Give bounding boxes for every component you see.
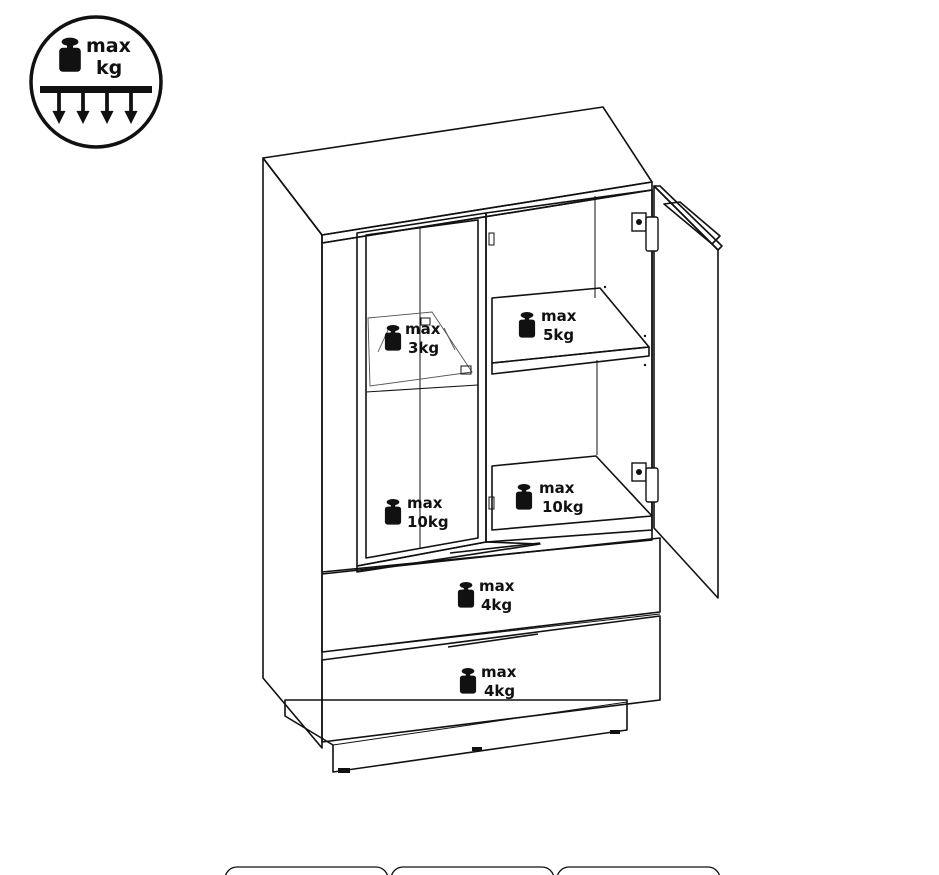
weight-label-glass-shelf: max 3kg [384, 320, 441, 357]
bottom-info-boxes [224, 866, 721, 875]
weight-label-drawer-top: max 4kg [457, 577, 515, 614]
shelf-clip [420, 317, 431, 326]
weight-icon [457, 581, 475, 608]
badge-bar [40, 86, 152, 93]
label-line1: max [479, 577, 515, 595]
hinge-icon [631, 212, 659, 252]
cabinet-top [262, 106, 653, 236]
hinge-plate [488, 232, 495, 246]
glass-shine [443, 327, 456, 351]
foot [472, 747, 482, 751]
label-line2: 4kg [484, 682, 515, 700]
info-box [390, 866, 555, 875]
shelf-clip [460, 365, 472, 375]
left-side-panel [262, 157, 323, 749]
plinth [284, 699, 628, 773]
badge-line1: max [86, 35, 131, 57]
left-compartment-inner [365, 219, 479, 559]
left-handle [449, 542, 541, 554]
weight-icon [518, 311, 536, 338]
weight-icon [459, 667, 477, 694]
door-handle [663, 201, 721, 245]
plinth-edge [332, 701, 628, 746]
shelf-pin [643, 363, 647, 367]
right-middle-shelf-edge [491, 346, 650, 375]
shelf-pin [603, 285, 607, 289]
left-middle-edge [365, 384, 479, 393]
weight-label-drawer-bottom: max 4kg [459, 663, 517, 700]
body-front [321, 189, 653, 573]
drawer-top-handle [447, 633, 539, 648]
drawer-gap [321, 613, 661, 653]
label-line1: max [407, 494, 443, 512]
load-badge: max kg [29, 15, 163, 149]
weight-icon [515, 483, 533, 510]
cabinet-drawing [262, 106, 723, 773]
drawer-top [321, 537, 661, 653]
hinge-plate [488, 496, 495, 510]
weight-icon [384, 324, 402, 351]
weight-icon [59, 37, 81, 72]
label-line1: max [405, 320, 441, 338]
label-line2: 10kg [542, 498, 584, 516]
label-line1: max [539, 479, 575, 497]
shelf-pin [643, 334, 647, 338]
label-line2: 10kg [407, 513, 449, 531]
drawer-bottom [321, 615, 661, 743]
foot [610, 730, 620, 734]
weight-label-right-bottom: max 10kg [515, 479, 584, 516]
weight-label-left-bottom: max 10kg [384, 494, 449, 531]
open-door [653, 185, 719, 599]
info-box [224, 866, 389, 875]
open-door-edge [653, 185, 723, 251]
hinge-icon [631, 462, 659, 503]
glass-shelf [367, 311, 473, 387]
label-line1: max [541, 307, 577, 325]
label-line1: max [481, 663, 517, 681]
info-box [556, 866, 721, 875]
label-line2: 5kg [543, 326, 574, 344]
weight-icon [384, 498, 402, 525]
badge-line2: kg [96, 57, 122, 79]
label-line2: 4kg [481, 596, 512, 614]
weight-label-right-shelf: max 5kg [518, 307, 577, 344]
right-compartment-frame [485, 189, 653, 543]
label-line2: 3kg [408, 339, 439, 357]
foot [338, 768, 350, 773]
